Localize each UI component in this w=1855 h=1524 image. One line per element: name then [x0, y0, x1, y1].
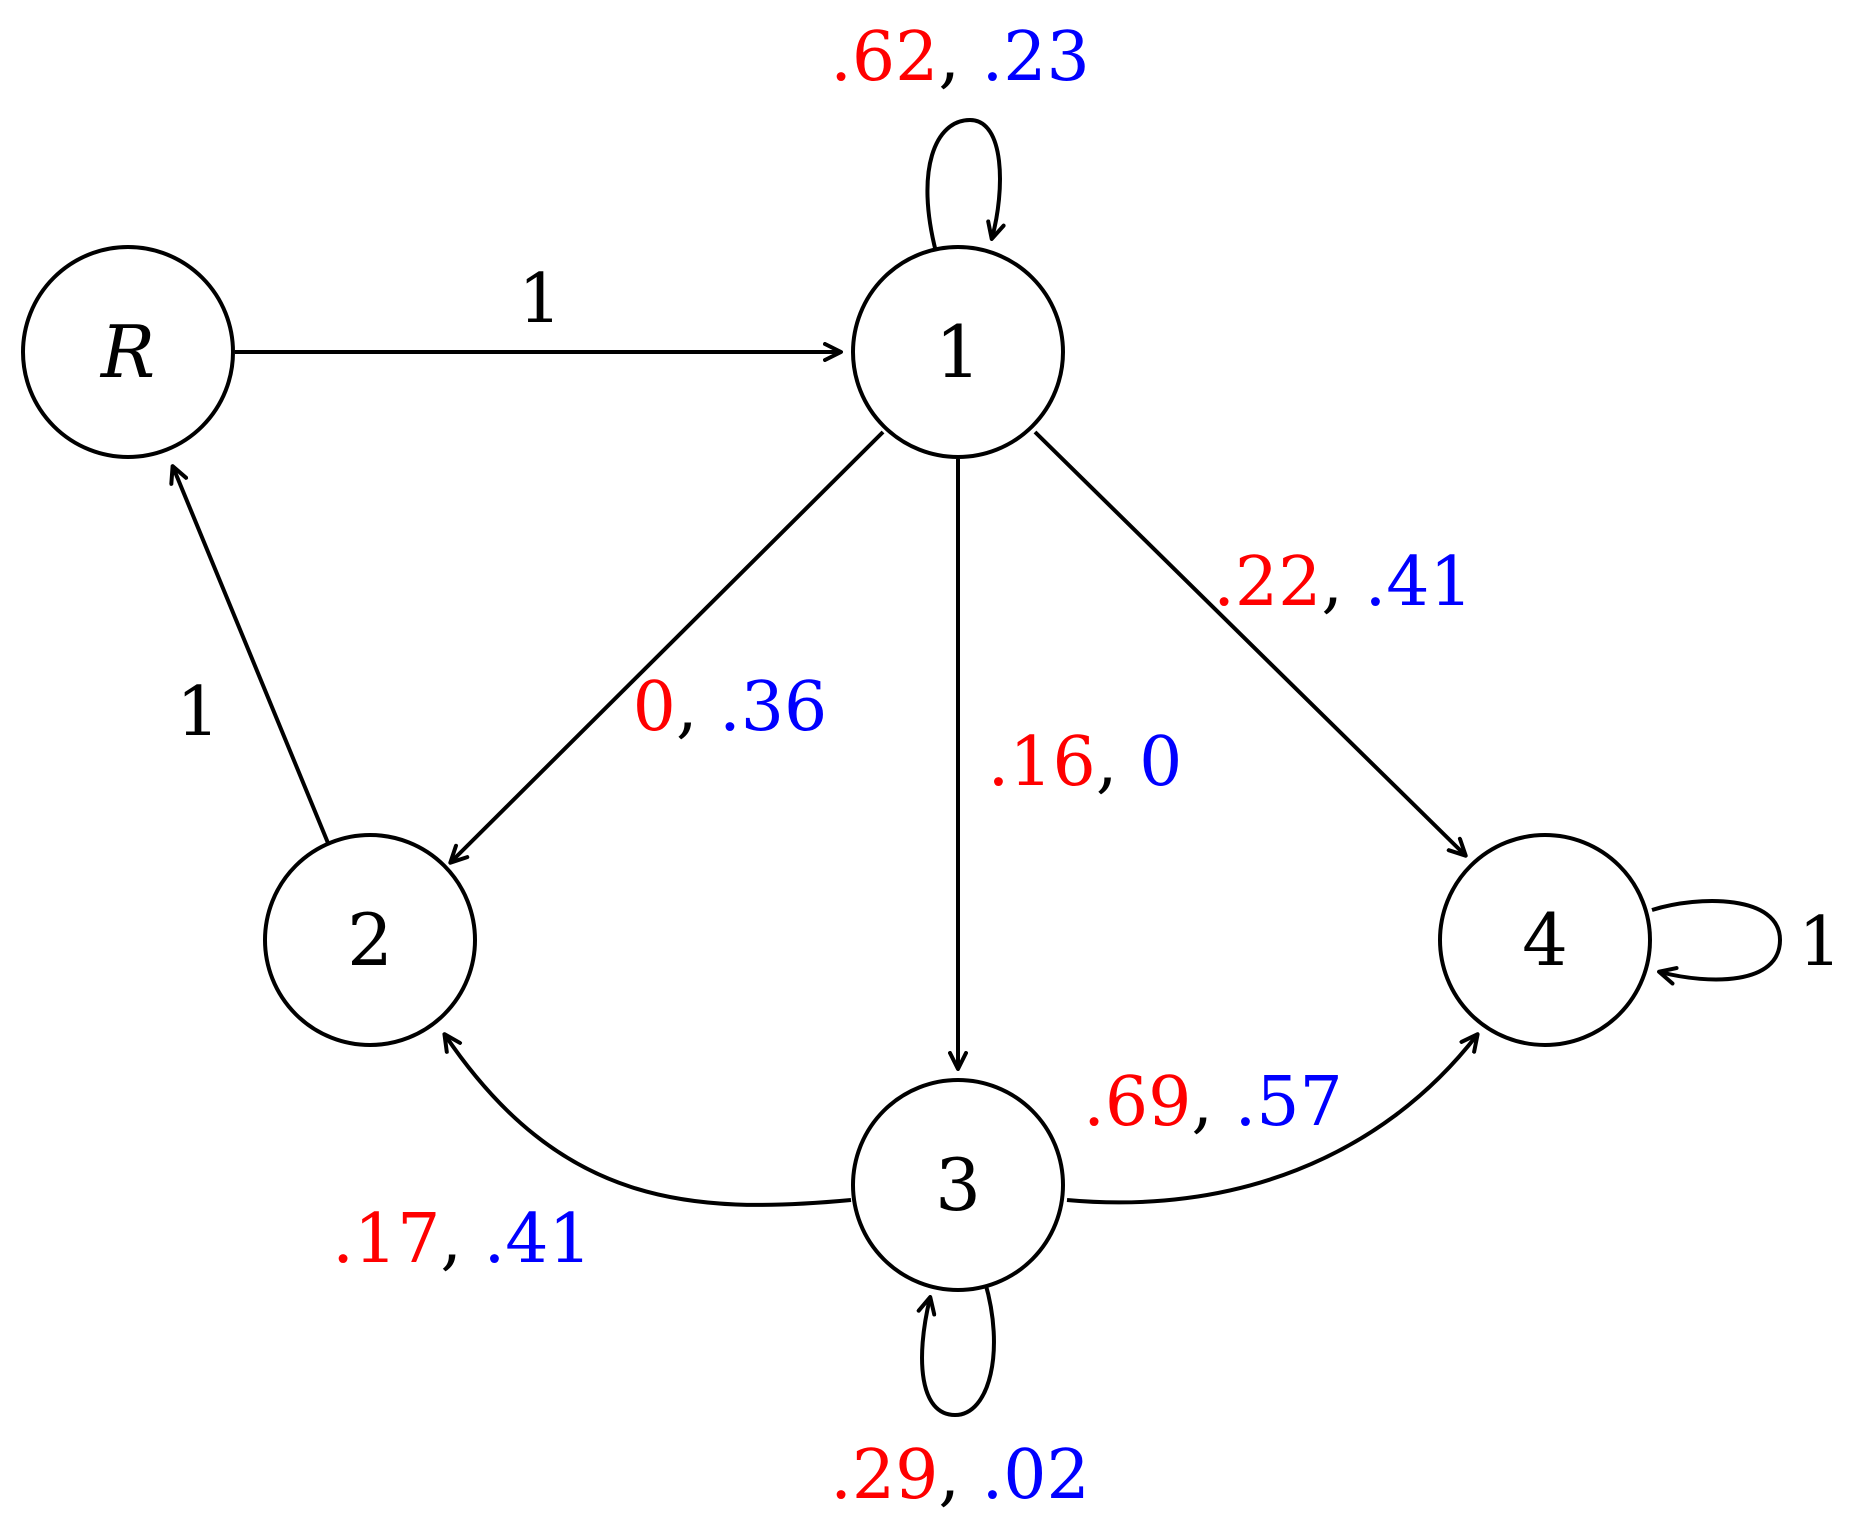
node-r: R [21, 245, 235, 459]
label-loop-1-red: .62 [830, 18, 938, 97]
label-loop-1-sep: , [938, 18, 981, 97]
label-3-to-4-sep: , [1191, 1063, 1234, 1142]
label-loop-3-blue: .02 [982, 1436, 1090, 1515]
edge-loop-3 [916, 1281, 996, 1418]
label-3-to-4-red: .69 [1083, 1063, 1191, 1142]
label-3-to-4: .69, .57 [1083, 1063, 1343, 1142]
label-r-to-1: 1 [518, 260, 561, 339]
label-1-to-3-blue: 0 [1139, 723, 1182, 802]
label-1-to-4-red: .22 [1213, 543, 1321, 622]
node-3-label: 3 [935, 1143, 981, 1227]
label-3-to-2-red: .17 [332, 1200, 440, 1279]
label-3-to-2-sep: , [440, 1200, 483, 1279]
node-2: 2 [263, 833, 477, 1047]
label-1-to-3-sep: , [1096, 723, 1139, 802]
node-4-label: 4 [1522, 898, 1568, 982]
edge-loop-1 [925, 117, 1006, 253]
label-3-to-2-blue: .41 [484, 1200, 592, 1279]
edge-3-to-2 [442, 1032, 852, 1207]
node-3: 3 [851, 1078, 1065, 1292]
edge-loop-4 [1651, 899, 1783, 986]
node-4: 4 [1438, 833, 1652, 1047]
label-1-to-3-red: .16 [988, 723, 1096, 802]
label-1-to-2-red: 0 [633, 668, 676, 747]
label-1-to-4-sep: , [1321, 543, 1364, 622]
edge-3-to-4 [1066, 1032, 1480, 1205]
node-r-label: R [99, 310, 155, 394]
label-1-to-2-sep: , [676, 668, 719, 747]
edge-1-to-2 [448, 430, 885, 865]
label-1-to-4: .22, .41 [1213, 543, 1473, 622]
edge-1-to-4 [1033, 430, 1468, 858]
label-loop-1-blue: .23 [982, 18, 1090, 97]
label-3-to-2: .17, .41 [332, 1200, 592, 1279]
edge-2-to-r [169, 464, 330, 844]
label-3-to-4-blue: .57 [1235, 1063, 1343, 1142]
label-loop-3: .29, .02 [830, 1436, 1090, 1515]
label-1-to-3: .16, 0 [988, 723, 1183, 802]
node-1-label: 1 [935, 310, 981, 394]
label-1-to-2-blue: .36 [719, 668, 827, 747]
label-loop-3-red: .29 [830, 1436, 938, 1515]
label-1-to-2: 0, .36 [633, 668, 828, 747]
node-2-label: 2 [347, 898, 393, 982]
label-loop-1: .62, .23 [830, 18, 1090, 97]
label-loop-3-sep: , [938, 1436, 981, 1515]
node-1: 1 [851, 245, 1065, 459]
label-1-to-4-blue: .41 [1365, 543, 1473, 622]
label-2-to-r: 1 [176, 673, 219, 752]
label-loop-4: 1 [1798, 903, 1841, 982]
